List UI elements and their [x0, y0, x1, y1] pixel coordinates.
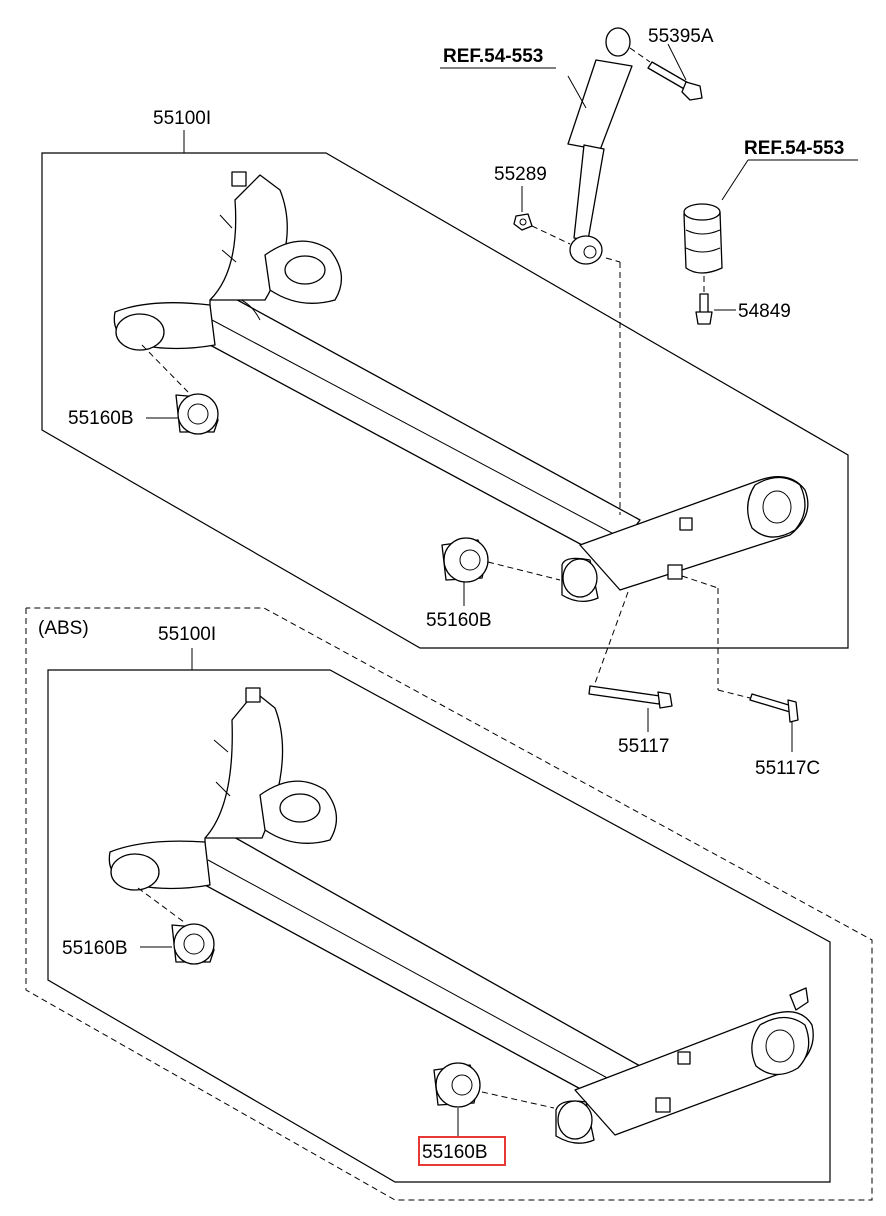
- label-assembly-lower[interactable]: 55100I: [158, 624, 216, 645]
- upper-torsion-beam: [209, 295, 641, 561]
- label-bush-upper-right[interactable]: 55160B: [426, 610, 492, 631]
- upper-left-bushing-guide: [141, 344, 189, 393]
- lower-left-bushing-guide: [137, 887, 185, 923]
- lower-right-pivot-eye: [555, 1100, 595, 1144]
- upper-assembly-frame: [41, 152, 849, 649]
- shock-nut: [513, 213, 533, 231]
- lower-assembly-frame: [47, 669, 831, 1183]
- label-nut[interactable]: 55289: [494, 164, 547, 185]
- lower-left-trailing-arm: [108, 687, 337, 891]
- label-bush-lower-right[interactable]: 55160B: [422, 1142, 488, 1163]
- pivot-bolt-guide: [593, 591, 629, 687]
- label-ref-bumper[interactable]: REF.54-553: [744, 138, 844, 159]
- upper-right-bushing: [441, 537, 489, 583]
- bump-stopper: [683, 203, 723, 274]
- selected-part-highlight: [418, 1136, 506, 1166]
- shock-ref-leader: [567, 75, 587, 109]
- sensor-bolt-55117c: [749, 693, 799, 723]
- shock-axis-guide-a: [605, 257, 621, 263]
- lower-left-bushing: [171, 923, 215, 965]
- lower-right-bushing-guide: [481, 1091, 555, 1109]
- abs-group-frame: [25, 607, 873, 1201]
- upper-left-trailing-arm: [113, 171, 342, 351]
- label-bumper-bolt[interactable]: 54849: [738, 301, 791, 322]
- label-ref-shock[interactable]: REF.54-553: [443, 46, 543, 67]
- nut-guide: [531, 225, 571, 245]
- sensor-bolt-guide-c: [717, 689, 751, 699]
- shock-bolt: [647, 61, 703, 101]
- lower-torsion-beam: [204, 831, 641, 1106]
- label-bush-lower-left[interactable]: 55160B: [62, 938, 128, 959]
- label-abs-tag: (ABS): [38, 618, 89, 639]
- label-bush-upper-left[interactable]: 55160B: [68, 408, 134, 429]
- pivot-bolt-55117: [588, 685, 673, 709]
- shock-absorber: [567, 27, 633, 265]
- upper-right-bushing-guide: [487, 561, 561, 581]
- shock-bolt-leader: [667, 43, 687, 81]
- upper-left-bushing: [175, 393, 219, 435]
- label-bolt-55117[interactable]: 55117: [618, 736, 669, 757]
- shock-bolt-guide: [629, 47, 651, 63]
- bumper-ref-leader: [721, 159, 749, 201]
- lower-right-trailing-arm: [574, 987, 814, 1136]
- sensor-bolt-guide-a: [681, 575, 719, 589]
- lower-right-bushing: [433, 1062, 481, 1108]
- bumper-bolt: [695, 293, 713, 325]
- label-assembly-upper[interactable]: 55100I: [153, 108, 211, 129]
- label-bolt-55117c[interactable]: 55117C: [755, 758, 820, 779]
- upper-right-pivot-eye: [561, 557, 599, 602]
- label-bolt-shock[interactable]: 55395A: [648, 26, 714, 47]
- upper-right-trailing-arm: [579, 476, 809, 591]
